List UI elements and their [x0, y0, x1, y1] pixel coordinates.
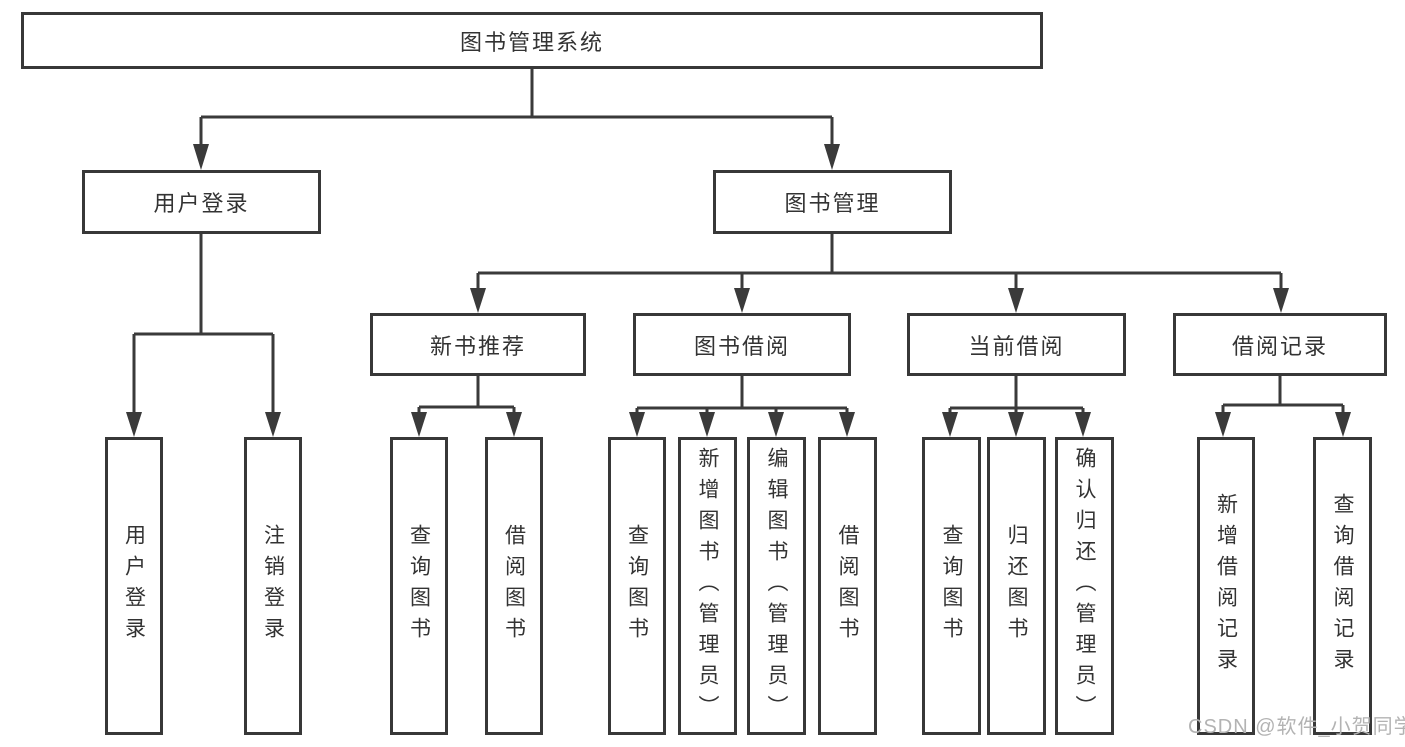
leaf-add-borrow-record: 新增借阅记录 [1197, 437, 1255, 735]
leaf-query-borrow-record: 查询借阅记录 [1313, 437, 1372, 735]
node-current-borrowing: 当前借阅 [907, 313, 1126, 376]
node-user-login: 用户登录 [82, 170, 321, 234]
leaf-add-books-admin: 新增图书（管理员） [678, 437, 737, 735]
node-root-system: 图书管理系统 [21, 12, 1043, 69]
arrowheads [126, 144, 1351, 437]
csdn-watermark: CSDN @软件_小贺同学 [1188, 716, 1405, 738]
leaf-user-login: 用户登录 [105, 437, 163, 735]
leaf-edit-books-admin: 编辑图书（管理员） [747, 437, 806, 735]
node-new-book-recommend: 新书推荐 [370, 313, 586, 376]
leaf-logout: 注销登录 [244, 437, 302, 735]
leaf-query-books-recommend: 查询图书 [390, 437, 448, 735]
leaf-confirm-return-admin: 确认归还（管理员） [1055, 437, 1114, 735]
node-book-borrowing: 图书借阅 [633, 313, 851, 376]
node-borrow-records: 借阅记录 [1173, 313, 1387, 376]
leaf-return-books: 归还图书 [987, 437, 1046, 735]
leaf-borrow-books-borrowing: 借阅图书 [818, 437, 877, 735]
leaf-borrow-books-recommend: 借阅图书 [485, 437, 543, 735]
node-book-management: 图书管理 [713, 170, 952, 234]
leaf-query-books-current: 查询图书 [922, 437, 981, 735]
leaf-query-books-borrowing: 查询图书 [608, 437, 666, 735]
